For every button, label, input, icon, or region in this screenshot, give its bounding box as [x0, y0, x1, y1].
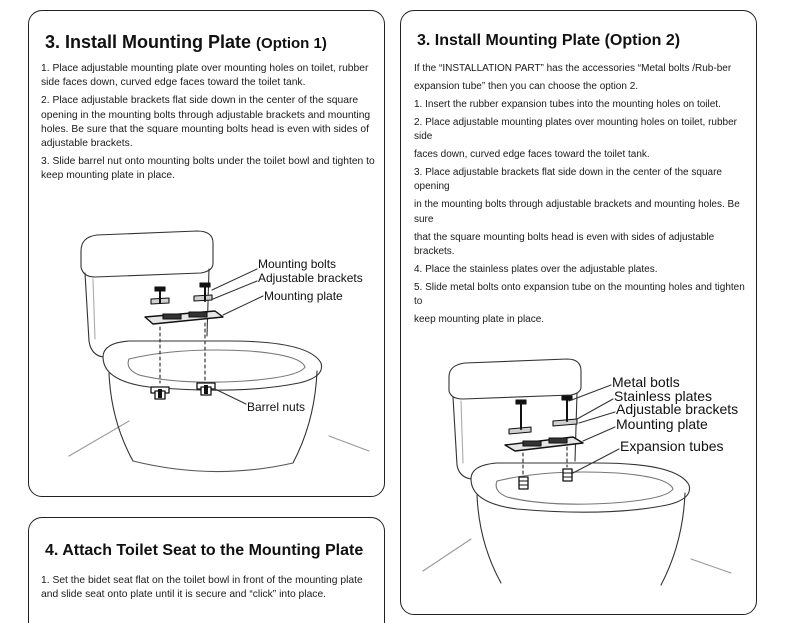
option1-callout-bolts: Mounting bolts [258, 257, 337, 271]
seat-title: 4. Attach Toilet Seat to the Mounting Pl… [45, 542, 364, 559]
option2-callout-plate: Mounting plate [616, 416, 708, 432]
option2-callout-bolts: Metal botls [612, 374, 680, 390]
option2-expansion-tube-left [518, 476, 529, 490]
seat-step-1: 1. Set the bidet seat flat on the toilet… [41, 575, 363, 601]
option2-line-10: 5. Slide metal bolts onto expansion tube… [414, 281, 745, 308]
option2-mounting-plate [504, 436, 584, 452]
option1-callout-nuts: Barrel nuts [247, 400, 306, 414]
option2-line-11: keep mounting plate in place. [414, 314, 545, 326]
option1-title: 3. Install Mounting Plate (Option 1) [45, 32, 327, 53]
option1-step-3: 3. Slide barrel nut onto mounting bolts … [41, 156, 375, 182]
option2-line-4: 2. Place adjustable mounting plates over… [414, 117, 737, 143]
option1-instructions: 1. Place adjustable mounting plate over … [41, 62, 375, 188]
option1-step-2: 2. Place adjustable brackets flat side d… [41, 95, 371, 150]
option2-line-2: expansion tube” then you can choose the … [414, 81, 639, 92]
option2-title: 3. Install Mounting Plate (Option 2) [417, 32, 681, 49]
option1-toilet-diagram [68, 230, 370, 473]
option2-line-1: If the “INSTALLATION PART” has the acces… [414, 63, 732, 74]
option2-callout-brackets: Adjustable brackets [616, 401, 739, 417]
option2-line-7: in the mounting bolts through adjustable… [414, 199, 740, 225]
option2-expansion-tube-right [562, 468, 573, 482]
option2-panel: 3. Install Mounting Plate (Option 2) If … [400, 10, 757, 615]
option2-line-5: faces down, curved edge faces toward the… [414, 149, 650, 161]
option2-line-9: 4. Place the stainless plates over the a… [414, 263, 658, 275]
option2-callout-tubes: Expansion tubes [620, 438, 724, 454]
option2-line-6: 3. Place adjustable brackets flat side d… [414, 167, 722, 193]
option2-toilet-diagram [422, 358, 732, 586]
option2-tank-lid [448, 358, 582, 400]
option1-mounting-plate [144, 310, 224, 325]
option1-title-text: 3. Install Mounting Plate [45, 32, 252, 52]
option2-callout-stainless: Stainless plates [614, 388, 713, 404]
option1-callout-brackets: Adjustable brackets [258, 271, 363, 285]
option2-line-3: 1. Insert the rubber expansion tubes int… [414, 99, 721, 110]
seat-panel: 4. Attach Toilet Seat to the Mounting Pl… [28, 517, 385, 623]
option2-instructions: If the “INSTALLATION PART” has the acces… [414, 62, 748, 331]
option1-barrel-nut-left [150, 386, 170, 400]
option1-step-1: 1. Place adjustable mounting plate over … [41, 63, 369, 89]
seat-instructions: 1. Set the bidet seat flat on the toilet… [41, 574, 375, 602]
option1-barrel-nut-right [196, 382, 216, 396]
option2-line-8: that the square mounting bolts head is e… [414, 231, 715, 257]
option1-callout-plate: Mounting plate [264, 289, 343, 303]
tank-lid [80, 230, 214, 278]
option1-panel: 3. Install Mounting Plate (Option 1) 1. … [28, 10, 385, 497]
option1-title-suffix: (Option 1) [256, 35, 327, 52]
